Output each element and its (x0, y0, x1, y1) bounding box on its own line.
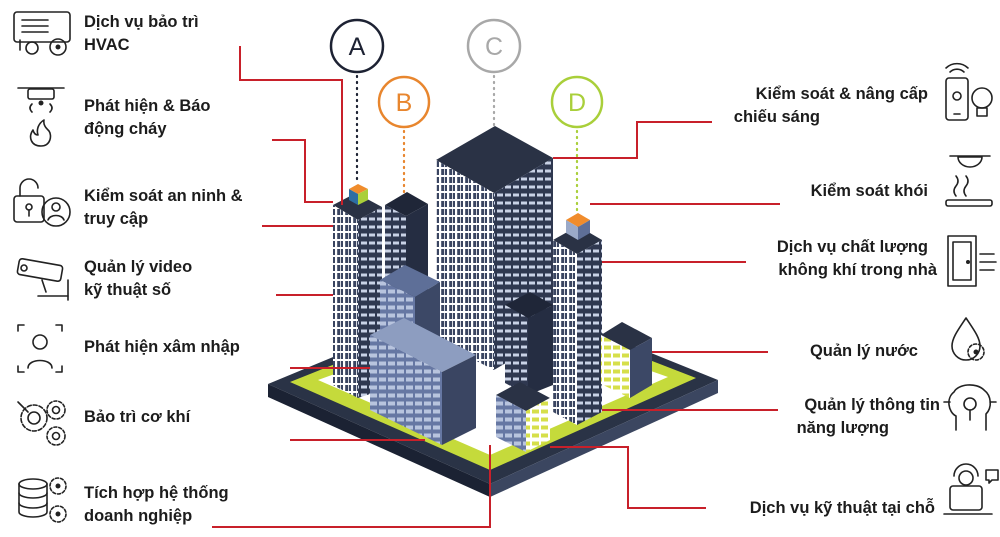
label-smoke: Kiểm soát khói (811, 182, 928, 200)
label-hvac-line1: Dịch vụ bảo trì (84, 13, 199, 31)
lock-person-icon (13, 178, 71, 227)
label-fire-line2: động cháy (84, 120, 167, 138)
label-air-line2: không khí trong nhà (778, 261, 937, 279)
intrusion-person-icon (17, 324, 63, 373)
front-blue-block (370, 318, 476, 445)
label-video-line2: kỹ thuật số (84, 281, 171, 299)
smoke-fire-detector-icon (17, 87, 65, 147)
hvac-unit-icon (13, 11, 71, 56)
badge-a: A (329, 18, 385, 184)
label-hvac-line2: HVAC (84, 36, 130, 54)
label-air-line1: Dịch vụ chất lượng (777, 238, 928, 256)
water-drop-gear-icon (951, 317, 985, 361)
label-fire-line1: Phát hiện & Báo (84, 97, 211, 115)
front-green-building (496, 382, 550, 452)
gears-wrench-icon (17, 400, 66, 446)
badge-b: B (377, 75, 431, 194)
right-mid-block (505, 292, 553, 395)
label-onsite: Dịch vụ kỹ thuật tại chỗ (750, 498, 935, 517)
cctv-camera-icon (16, 257, 69, 301)
label-security-line1: Kiểm soát an ninh & (84, 187, 243, 205)
label-energy-line1: Quản lý thông tin (804, 396, 940, 414)
right-tall-tower (553, 213, 602, 425)
energy-brain-icon (943, 384, 997, 431)
buildings (333, 126, 652, 452)
badge-b-letter: B (396, 89, 413, 117)
label-enterprise-line2: doanh nghiệp (84, 507, 192, 525)
right-green-building (601, 322, 652, 398)
badge-c: C (466, 18, 522, 127)
badge-c-letter: C (485, 33, 503, 61)
label-intrusion: Phát hiện xâm nhập (84, 338, 240, 356)
label-energy-line2: năng lượng (797, 419, 889, 437)
label-lighting-line2: chiếu sáng (734, 108, 820, 126)
label-video-line1: Quản lý video (84, 258, 192, 276)
smoke-detector-icon (945, 155, 993, 207)
onsite-technician-icon (943, 463, 999, 515)
label-enterprise-line1: Tích hợp hệ thống (84, 484, 229, 502)
label-mechanical: Bảo trì cơ khí (84, 408, 192, 426)
svg-text:Kiểm soát an ninh &truy cập: Kiểm soát an ninh & truy cập (84, 187, 243, 228)
right-labels: Kiểm soát & nâng cấp chiếu sáng Kiểm soát… (734, 85, 940, 517)
badge-d-letter: D (568, 89, 586, 117)
badge-d: D (550, 75, 604, 214)
door-ventilation-icon (947, 235, 997, 287)
leader-lines (212, 46, 780, 528)
label-water: Quản lý nước (810, 342, 918, 360)
phone-lightbulb-icon (945, 62, 993, 121)
label-security-line2: truy cập (84, 210, 148, 228)
database-gears-icon (18, 477, 67, 523)
badge-a-letter: A (349, 33, 366, 61)
label-lighting-line1: Kiểm soát & nâng cấp (756, 85, 928, 103)
